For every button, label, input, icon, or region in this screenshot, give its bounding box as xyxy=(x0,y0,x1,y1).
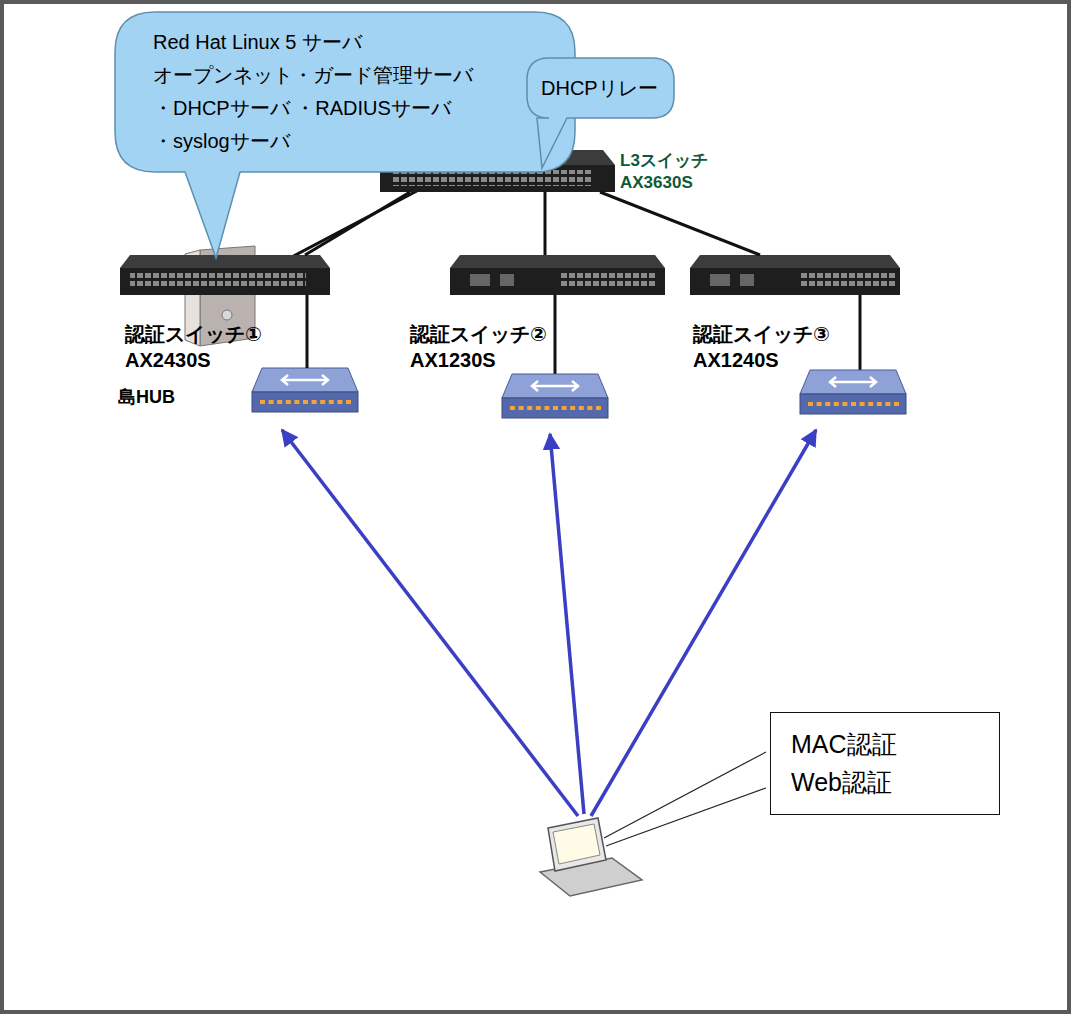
auth-switch: 認証スイッチ① AX2430S xyxy=(120,255,330,295)
device-label: 認証スイッチ③ AX1240S xyxy=(693,321,853,373)
network-link xyxy=(306,295,309,368)
device-label: L3スイッチ AX3630S xyxy=(620,150,738,194)
network-link xyxy=(544,192,547,255)
auth-switch-icon xyxy=(120,255,330,295)
bubble-text: MAC認証 xyxy=(791,725,985,763)
auth-method-box: MAC認証Web認証 xyxy=(770,712,1000,815)
l3-switch: L3スイッチ AX3630S xyxy=(380,150,615,192)
bubble-text: オープンネット・ガード管理サーバ xyxy=(153,59,545,92)
bubble-shape xyxy=(115,12,575,258)
network-link xyxy=(600,192,760,255)
hub-icon xyxy=(252,368,358,412)
bubble-text: Web認証 xyxy=(791,763,985,801)
hub-icons xyxy=(252,368,906,418)
auth-switch-icon xyxy=(690,255,900,295)
speech-bubble: DHCPリレー xyxy=(527,58,674,118)
bubble-text: ・syslogサーバ xyxy=(153,125,545,158)
auth-switch: 認証スイッチ② AX1230S xyxy=(450,255,665,295)
auth-switch-icon xyxy=(450,255,665,295)
bubble-text: DHCPリレー xyxy=(541,75,660,101)
laptop-icon xyxy=(540,818,642,896)
bubble-text: ・DHCPサーバ ・RADIUSサーバ xyxy=(153,92,545,125)
hub-wire xyxy=(859,295,862,370)
device-label: 認証スイッチ② AX1230S xyxy=(410,321,570,373)
hub-icon xyxy=(502,374,608,418)
hub-icon xyxy=(800,370,906,414)
speech-bubble: Red Hat Linux 5 サーバオープンネット・ガード管理サーバ・DHCP… xyxy=(115,12,575,172)
hub: 島HUB xyxy=(252,368,358,412)
leader-lines xyxy=(604,752,766,846)
device-label: 島HUB xyxy=(118,386,228,409)
device-label: 認証スイッチ① AX2430S xyxy=(125,321,285,373)
access-arrows xyxy=(282,430,816,816)
auth-switch: 認証スイッチ③ AX1240S xyxy=(690,255,900,295)
hub-wire xyxy=(554,295,557,374)
network-link xyxy=(305,192,410,255)
bubble-text: Red Hat Linux 5 サーバ xyxy=(153,26,545,59)
